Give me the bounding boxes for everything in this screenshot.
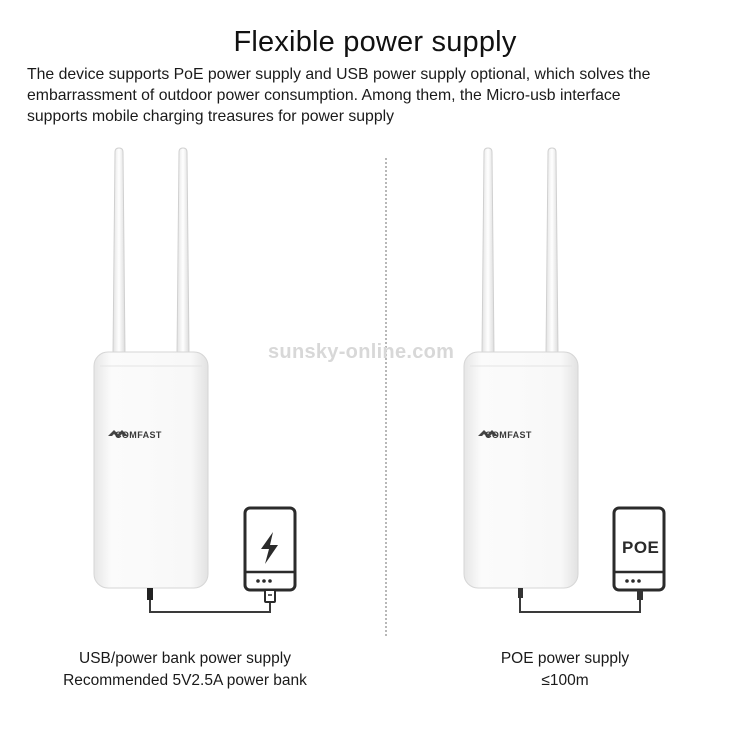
poe-setup-illustration: [463, 147, 666, 613]
antenna-left: [112, 147, 126, 356]
access-point-body: [93, 351, 209, 589]
poe-caption-line-1: POE power supply: [500, 650, 630, 667]
page-title: Flexible power supply: [233, 26, 517, 58]
description-line-3: supports mobile charging treasures for p…: [27, 108, 395, 125]
usb-caption-line-2: Recommended 5V2.5A power bank: [63, 672, 307, 689]
usb-caption: USB/power bank power supply Recommended …: [30, 648, 340, 692]
poe-caption: POE power supply ≤100m: [445, 648, 685, 692]
lightning-bolt-icon: [261, 532, 278, 564]
poe-label: POE: [622, 538, 660, 557]
usb-setup-illustration: [93, 147, 297, 613]
usb-caption-line-1: USB/power bank power supply: [79, 650, 291, 667]
poe-injector: [612, 506, 666, 592]
dotted-divider: [385, 158, 387, 636]
antenna-right: [176, 147, 190, 356]
description-line-1: The device supports PoE power supply and…: [27, 66, 651, 83]
usb-power-panel: COMFAST: [80, 140, 380, 640]
description: The device supports PoE power supply and…: [27, 64, 739, 127]
brand-logo-icon: [108, 430, 128, 438]
brand-label: COMFAST: [485, 430, 532, 440]
power-bank: [243, 506, 297, 592]
antenna-right: [545, 147, 559, 356]
description-line-2: embarrassment of outdoor power consumpti…: [27, 87, 621, 104]
usb-cable: [147, 588, 276, 613]
poe-power-panel: COMFAST POE: [452, 140, 750, 640]
poe-caption-line-2: ≤100m: [541, 672, 589, 689]
antenna-left: [481, 147, 495, 356]
watermark: sunsky-online.com: [268, 341, 455, 363]
brand-label: COMFAST: [115, 430, 162, 440]
access-point-body: [463, 351, 579, 589]
poe-cable: [518, 588, 643, 613]
brand-logo-icon: [478, 430, 498, 438]
